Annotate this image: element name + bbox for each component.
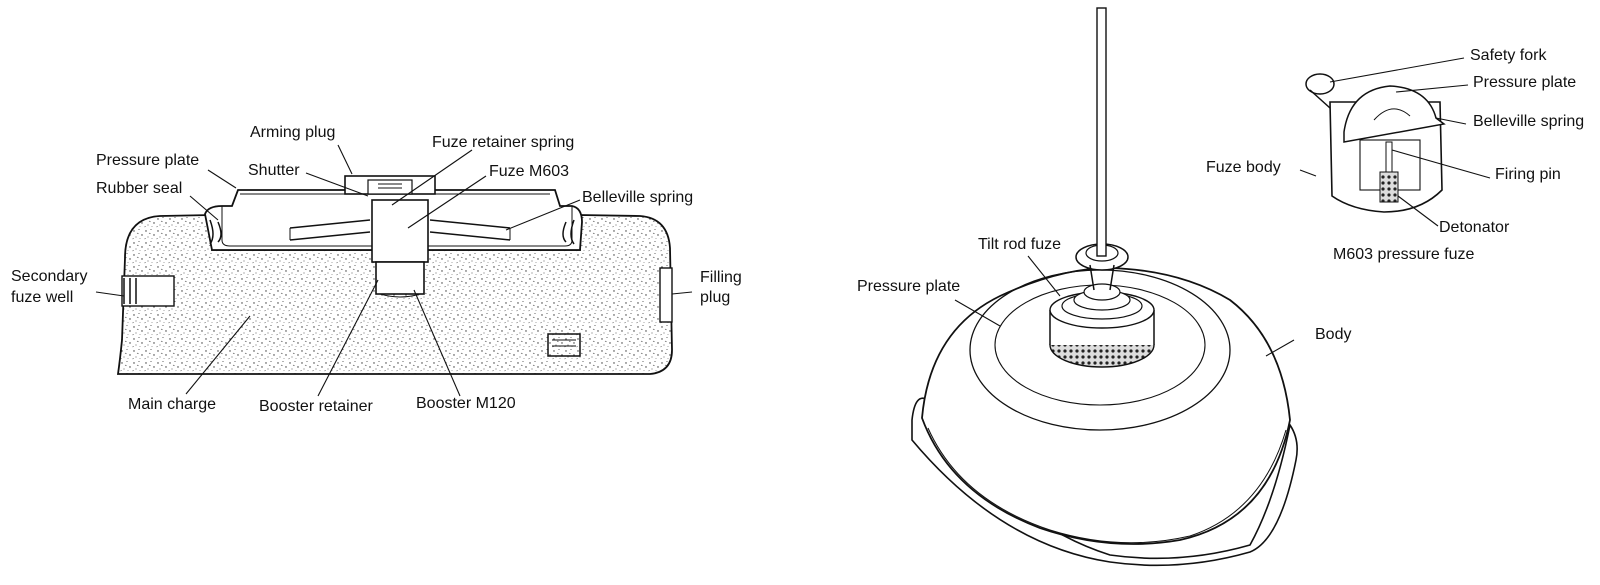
label-firing-pin: Firing pin xyxy=(1495,166,1561,183)
label-tilt-rod-fuze: Tilt rod fuze xyxy=(978,236,1061,253)
label-fuze-retainer-spring: Fuze retainer spring xyxy=(432,134,574,151)
tilt-rod xyxy=(1096,7,1107,257)
detonator-shape xyxy=(1379,171,1399,203)
label-filling-plug-line1: Filling xyxy=(700,269,742,286)
label-body: Body xyxy=(1315,326,1351,343)
label-pressure-plate-left: Pressure plate xyxy=(96,152,199,169)
label-booster-m120: Booster M120 xyxy=(416,395,516,412)
label-safety-fork: Safety fork xyxy=(1470,47,1547,64)
label-secondary-fuze-well-line1: Secondary xyxy=(11,268,88,285)
mine-exterior-view: Tilt rod fuze Pressure plate Body xyxy=(857,7,1351,567)
label-m603-caption: M603 pressure fuze xyxy=(1333,246,1475,263)
label-main-charge: Main charge xyxy=(128,396,216,413)
mine-cross-section: Arming plug Fuze retainer spring Pressur… xyxy=(11,124,742,415)
inset-pressure-plate-shape xyxy=(1343,85,1446,143)
label-filling-plug-line2: plug xyxy=(700,289,730,306)
label-shutter: Shutter xyxy=(248,162,300,179)
label-arming-plug: Arming plug xyxy=(250,124,335,141)
fuze-m603-shape xyxy=(371,199,429,263)
filling-plug-shape xyxy=(659,267,673,323)
label-pressure-plate-right: Pressure plate xyxy=(857,278,960,295)
label-belleville-spring-inset: Belleville spring xyxy=(1473,113,1584,130)
label-booster-retainer: Booster retainer xyxy=(259,398,374,415)
label-rubber-seal: Rubber seal xyxy=(96,180,182,197)
safety-fork-shape xyxy=(1305,73,1335,95)
label-fuze-body: Fuze body xyxy=(1206,159,1281,176)
label-detonator: Detonator xyxy=(1439,219,1510,236)
label-fuze-m603: Fuze M603 xyxy=(489,163,569,180)
label-belleville-spring-left: Belleville spring xyxy=(582,189,693,206)
label-secondary-fuze-well-line2: fuze well xyxy=(11,289,73,306)
label-inset-pressure-plate: Pressure plate xyxy=(1473,74,1576,91)
m603-fuze-inset: Safety fork Pressure plate Belleville sp… xyxy=(1206,47,1584,263)
